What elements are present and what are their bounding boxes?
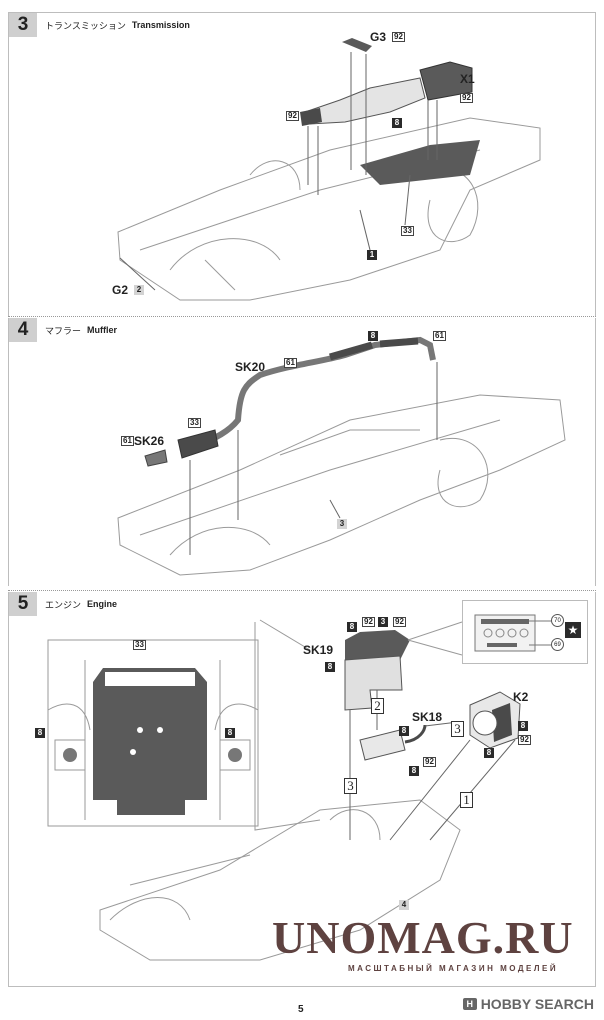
paint-tag: 8 [347, 622, 357, 632]
part-label-sk19: SK19 [303, 643, 334, 657]
paint-tag: 8 [225, 728, 235, 738]
paint-tag: 1 [367, 250, 377, 260]
paint-tag: 33 [188, 418, 201, 428]
paint-tag: 8 [325, 662, 335, 672]
part-label-sk18: SK18 [412, 710, 443, 724]
part-label-sk26: SK26 [134, 434, 165, 448]
paint-tag: 61 [284, 358, 297, 368]
paint-tag: 8 [368, 331, 378, 341]
star-icon: ★ [565, 622, 581, 638]
hobby-search-icon: H [462, 998, 477, 1010]
part-label-sk20: SK20 [235, 360, 266, 374]
paint-tag: 61 [121, 436, 134, 446]
paint-tag: 61 [433, 331, 446, 341]
paint-tag: 8 [518, 721, 528, 731]
paint-tag: 8 [399, 726, 409, 736]
step-ref-marker: 1 [460, 792, 473, 808]
step-number: 4 [9, 318, 37, 342]
part-label-x1: X1 [460, 72, 475, 86]
step-ref-marker: 2 [371, 698, 384, 714]
paint-tag: 92 [392, 32, 405, 42]
part-label-k2: K2 [513, 690, 529, 704]
step-ref-marker: 3 [344, 778, 357, 794]
paint-tag: 92 [393, 617, 406, 627]
paint-tag: 92 [362, 617, 375, 627]
step-ref-marker: 3 [451, 721, 464, 737]
step-number: 5 [9, 592, 37, 616]
brand-logo: H HOBBY SEARCH [462, 996, 594, 1012]
step-title-jp: トランスミッション [45, 21, 126, 32]
paint-tag: 8 [392, 118, 402, 128]
step-4-panel: 4 マフラー Muffler [8, 318, 596, 586]
step-ref-tag: 4 [399, 900, 409, 910]
step-3-header: 3 トランスミッション Transmission [9, 13, 190, 37]
step-ref-tag: 3 [337, 519, 347, 529]
paint-tag: 92 [423, 757, 436, 767]
paint-tag: 92 [460, 93, 473, 103]
step-5-header: 5 エンジン Engine [9, 592, 117, 616]
step-title-en: Transmission [131, 20, 190, 30]
decal-number: 70 [551, 614, 564, 627]
step-4-header: 4 マフラー Muffler [9, 318, 117, 342]
paint-tag: 33 [133, 640, 146, 650]
valve-cover-drawing [474, 614, 551, 652]
watermark-title: UNOMAG.RU [272, 912, 574, 963]
section-divider [8, 316, 596, 317]
paint-tag: 92 [518, 735, 531, 745]
step-title-en: Engine [87, 599, 118, 609]
watermark-subtitle: МАСШТАБНЫЙ МАГАЗИН МОДЕЛЕЙ [348, 964, 559, 973]
paint-tag: 3 [378, 617, 388, 627]
paint-tag: 92 [286, 111, 299, 121]
step-title-en: Muffler [87, 325, 118, 335]
brand-name: HOBBY SEARCH [480, 996, 594, 1012]
underside-drawing [47, 639, 259, 827]
part-label-g3: G3 [370, 30, 387, 44]
step-3-panel: 3 トランスミッション Transmission [8, 12, 596, 317]
underside-detail-inset [45, 620, 260, 828]
paint-tag: 8 [35, 728, 45, 738]
paint-tag: 8 [409, 766, 419, 776]
step-5-panel: 5 エンジン Engine [8, 592, 596, 987]
section-divider [8, 590, 596, 591]
page-number: 5 [298, 1004, 304, 1015]
part-label-g2: G2 [112, 283, 129, 297]
step-number: 3 [9, 13, 37, 37]
paint-tag: 33 [401, 226, 414, 236]
step-title-jp: マフラー [45, 326, 82, 337]
step-title-jp: エンジン [45, 600, 82, 611]
step-ref-tag: 2 [134, 285, 144, 295]
paint-tag: 8 [484, 748, 494, 758]
decal-number: 69 [551, 638, 564, 651]
